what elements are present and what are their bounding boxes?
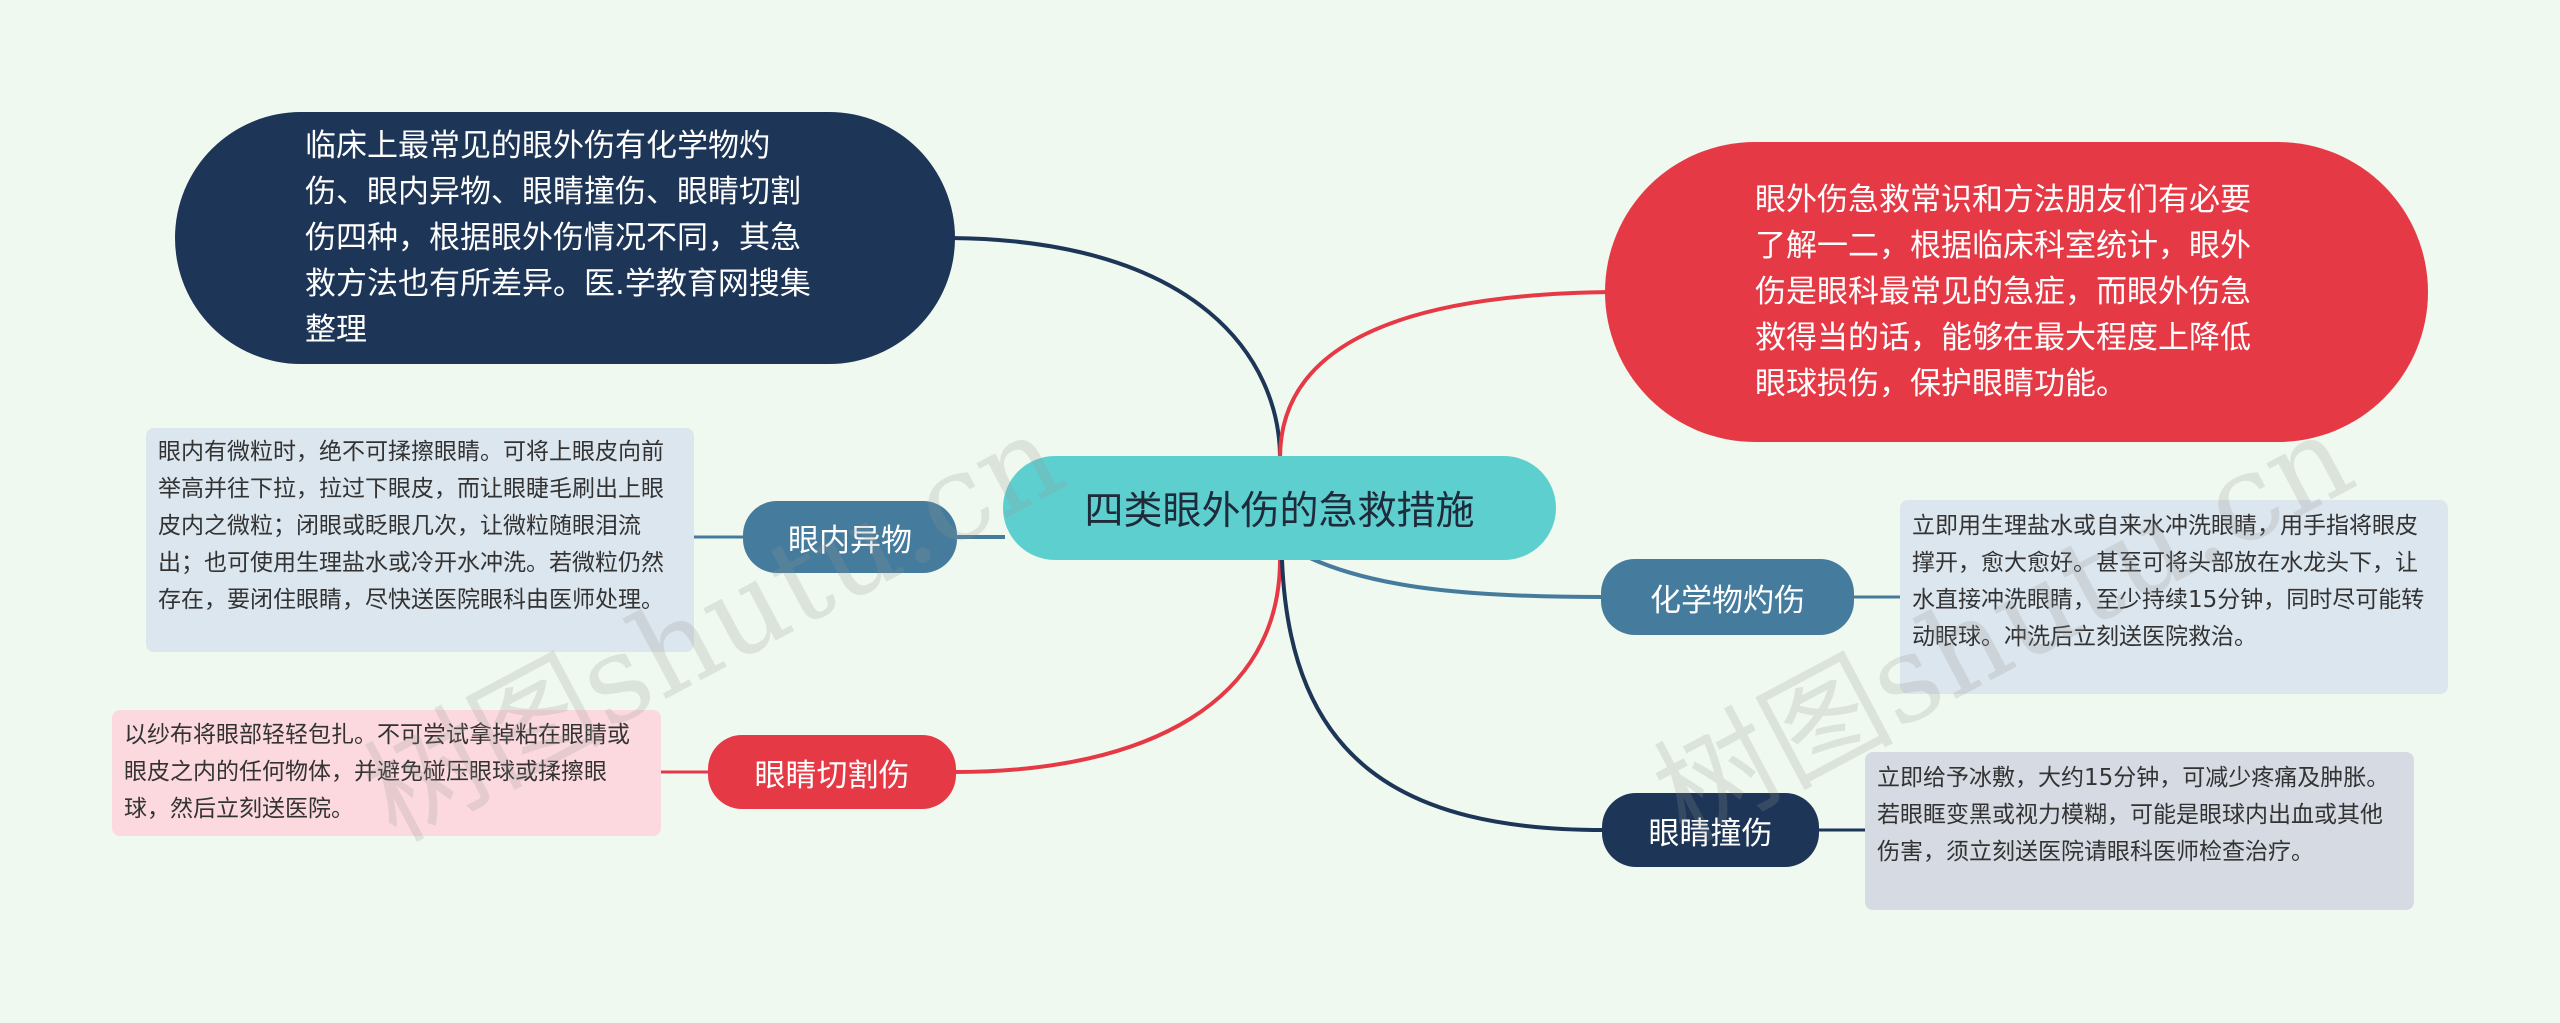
branch-foreign-body[interactable]: 眼内异物 [743,501,957,573]
central-topic-label: 四类眼外伤的急救措施 [1084,489,1475,534]
link-center-intro-right [1278,290,1611,459]
link-center-intro-left [949,236,1282,459]
note-chemical-text: 立即用生理盐水或自来水冲洗眼睛，用手指将眼皮撑开，愈大愈好。甚至可将头部放在水龙… [1912,513,2425,650]
note-chemical: 立即用生理盐水或自来水冲洗眼睛，用手指将眼皮撑开，愈大愈好。甚至可将头部放在水龙… [1900,500,2448,694]
branch-foreign-body-label: 眼内异物 [788,522,912,559]
note-impact-text: 立即给予冰敷，大约15分钟，可减少疼痛及肿胀。若眼眶变黑或视力模糊，可能是眼球内… [1877,765,2390,865]
branch-chemical-label: 化学物灼伤 [1650,582,1805,619]
branch-cut[interactable]: 眼睛切割伤 [708,735,956,809]
note-cut-text: 以纱布将眼部轻轻包扎。不可尝试拿掉粘在眼睛或眼皮之内的任何物体，并避免碰压眼球或… [124,722,630,822]
note-cut: 以纱布将眼部轻轻包扎。不可尝试拿掉粘在眼睛或眼皮之内的任何物体，并避免碰压眼球或… [112,710,661,836]
intro-right-text: 眼外伤急救常识和方法朋友们有必要了解一二，根据临床科室统计，眼外伤是眼科最常见的… [1755,182,2251,402]
note-impact: 立即给予冰敷，大约15分钟，可减少疼痛及肿胀。若眼眶变黑或视力模糊，可能是眼球内… [1865,752,2414,910]
branch-chemical[interactable]: 化学物灼伤 [1601,559,1854,635]
branch-cut-label: 眼睛切割伤 [754,757,910,794]
intro-left-bubble: 临床上最常见的眼外伤有化学物灼伤、眼内异物、眼睛撞伤、眼睛切割伤四种，根据眼外伤… [175,112,955,364]
link-center-chemical [1309,556,1604,599]
branch-impact-label: 眼睛撞伤 [1648,815,1773,852]
link-center-impact [1280,559,1605,832]
note-foreign-body: 眼内有微粒时，绝不可揉擦眼睛。可将上眼皮向前举高并往下拉，拉过下眼皮，而让眼睫毛… [146,428,694,652]
intro-left-text: 临床上最常见的眼外伤有化学物灼伤、眼内异物、眼睛撞伤、眼睛切割伤四种，根据眼外伤… [305,128,811,348]
intro-right-bubble: 眼外伤急救常识和方法朋友们有必要了解一二，根据临床科室统计，眼外伤是眼科最常见的… [1605,142,2428,442]
branch-impact[interactable]: 眼睛撞伤 [1602,793,1819,867]
link-center-cut [954,559,1282,774]
central-topic[interactable]: 四类眼外伤的急救措施 [1003,456,1556,560]
note-foreign-body-text: 眼内有微粒时，绝不可揉擦眼睛。可将上眼皮向前举高并往下拉，拉过下眼皮，而让眼睫毛… [158,439,664,613]
